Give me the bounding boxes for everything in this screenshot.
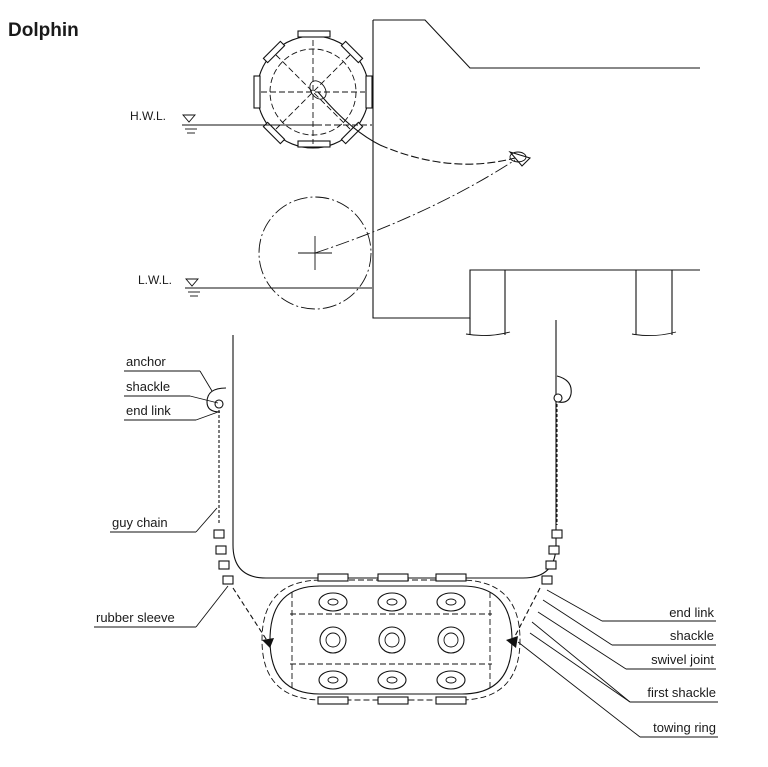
high-water-level: H.W.L. — [130, 109, 372, 134]
tyre-row-middle — [319, 626, 465, 654]
fender-plan — [261, 573, 521, 705]
diagram-title: Dolphin — [8, 20, 79, 41]
label-first-shackle: first shackle — [647, 685, 716, 700]
label-rubber-sleeve: rubber sleeve — [96, 610, 175, 625]
label-swivel-joint: swivel joint — [651, 652, 714, 667]
label-shackle-left: shackle — [126, 379, 170, 394]
label-guy-chain: guy chain — [112, 515, 168, 530]
labels-right: end link shackle swivel joint first shac… — [517, 589, 718, 738]
dolphin-structure — [372, 19, 700, 337]
hwl-label: H.W.L. — [130, 109, 166, 123]
guy-chain-left — [213, 410, 274, 648]
labels-left: anchor shackle end link guy chain rubber… — [94, 354, 229, 628]
lwl-label: L.W.L. — [138, 273, 172, 287]
anchor-left — [206, 387, 227, 413]
tyre-row-top — [318, 592, 466, 612]
fender-high-water — [253, 30, 373, 149]
label-towing-ring: towing ring — [653, 720, 716, 735]
fender-low-water — [258, 159, 516, 310]
guy-chain-right — [506, 404, 563, 648]
label-anchor: anchor — [126, 354, 166, 369]
mooring-chain-high — [317, 91, 532, 167]
label-shackle-right: shackle — [670, 628, 714, 643]
tyre-row-bottom — [318, 670, 466, 690]
low-water-level: L.W.L. — [138, 273, 372, 297]
label-end-link-right: end link — [669, 605, 714, 620]
anchor-right — [553, 375, 572, 403]
label-end-link-left: end link — [126, 403, 171, 418]
quay-outline — [232, 320, 557, 579]
